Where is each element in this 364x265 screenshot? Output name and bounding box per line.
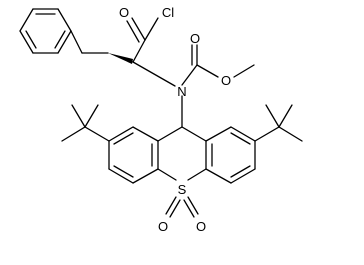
carbamate-ester-oxygen-label: O [221,73,231,88]
left-aromatic-ring [108,126,159,184]
c-n-bond [132,61,176,87]
sulfone-oxygen-right-label: O [196,219,206,234]
phenyl-ring [19,8,72,54]
sulfur-label: S [178,182,187,197]
right-tert-butyl [254,104,303,142]
carbonyl-oxygen-label: O [119,5,129,20]
chlorine-label: Cl [162,5,174,20]
right-aromatic-ring [205,126,256,184]
sulfone-oxygen-left-label: O [158,219,168,234]
nitrogen-label: N [177,84,186,99]
wedge-bond [108,53,133,64]
sulfone-bonds [165,196,199,218]
central-ring [157,126,207,181]
carbamate-carbonyl-oxygen-label: O [190,31,200,46]
benzyl-linker [70,30,146,64]
acyl-chloride [126,17,159,43]
methyl-carbamate [181,44,255,86]
left-tert-butyl [61,104,110,142]
